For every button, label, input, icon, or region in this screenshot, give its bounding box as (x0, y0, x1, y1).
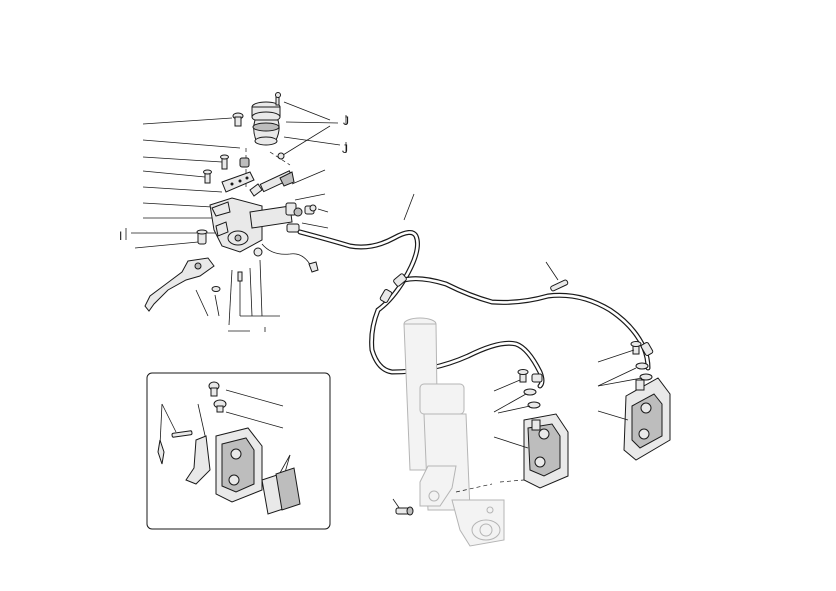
reservoir-bracket (221, 171, 255, 193)
bleed-valve (550, 279, 569, 292)
brake-fluid-reservoir (251, 92, 285, 160)
mount-screw (203, 154, 229, 184)
inset-brake-pads (261, 467, 301, 515)
hose-clamp (249, 170, 295, 197)
right-brake-caliper (623, 377, 671, 461)
front-fork-leg (403, 317, 505, 547)
inset-caliper-body (215, 427, 263, 503)
inset-bleed-screw (208, 381, 227, 413)
brake-lever (144, 257, 215, 312)
inset-pad-spring (185, 435, 211, 485)
master-cylinder-body (209, 197, 293, 253)
brake-switch-parts (253, 202, 319, 273)
bracket-label-mid-right: J (342, 142, 348, 156)
brake-hoses (297, 229, 654, 389)
left-leader-lines (125, 117, 241, 249)
reservoir-bolt (232, 112, 244, 127)
pivot-bolts (196, 229, 243, 292)
bracket-label-top-right: J (343, 114, 349, 128)
grommet (239, 157, 250, 168)
right-caliper-bolts (630, 341, 653, 381)
caliper-mount-bolt (395, 506, 414, 516)
inset-caliper-detail (146, 372, 331, 530)
bracket-label-left: I (119, 229, 122, 243)
left-brake-caliper (523, 413, 569, 489)
inset-pad-pin (157, 430, 193, 465)
left-caliper-bolts (517, 369, 541, 409)
right-leader-lines (195, 101, 347, 332)
